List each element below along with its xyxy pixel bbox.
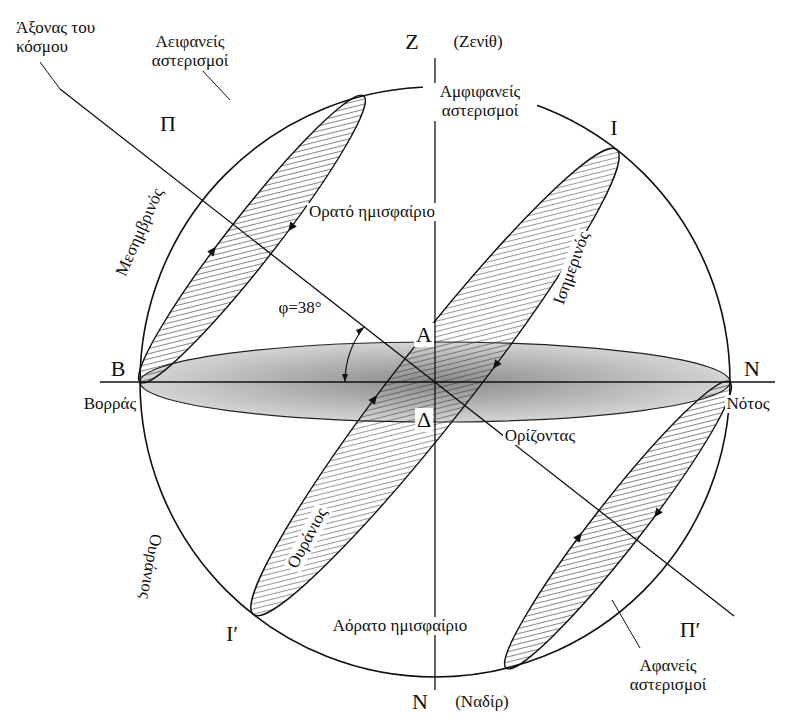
leader-line bbox=[40, 62, 60, 89]
label: Ορατό ημισφαίριο bbox=[307, 203, 437, 222]
leader-line bbox=[200, 68, 230, 100]
label: Ι′ bbox=[224, 622, 240, 646]
label: Β bbox=[109, 357, 128, 381]
label: Αόρατο ημισφαίριο bbox=[331, 617, 469, 636]
label: φ=38° bbox=[276, 299, 323, 318]
arrowhead bbox=[342, 374, 348, 382]
label: Αμφιφανείς αστερισμοί bbox=[423, 83, 537, 120]
horizon-line bbox=[100, 381, 775, 382]
world-axis bbox=[60, 89, 734, 616]
label: Αφανείς αστερισμοί bbox=[620, 657, 716, 694]
label: Ουράνιος bbox=[135, 530, 165, 602]
label: Άξονας του κόσμου bbox=[14, 19, 110, 56]
arrowhead bbox=[356, 327, 364, 335]
angle-arc bbox=[345, 327, 364, 382]
label: Ι bbox=[608, 116, 619, 140]
label: Z bbox=[403, 30, 420, 54]
label: (Ζενίθ) bbox=[451, 33, 504, 52]
label: (Ναδίρ) bbox=[453, 693, 511, 712]
label: Βορράς bbox=[82, 395, 138, 414]
arrowhead bbox=[573, 533, 582, 543]
label: Δ bbox=[415, 408, 433, 432]
label: Π bbox=[158, 112, 178, 136]
arrowhead bbox=[368, 395, 377, 405]
rotation-arrows bbox=[207, 222, 663, 543]
label: Νότος bbox=[725, 395, 772, 414]
label: Ν bbox=[410, 690, 430, 714]
label: Π′ bbox=[678, 618, 703, 642]
label: Ν bbox=[742, 357, 762, 381]
label: Ορίζοντας bbox=[503, 427, 577, 446]
arrowhead bbox=[493, 359, 502, 369]
arrowhead bbox=[654, 508, 663, 518]
label: Μεσημβρινός bbox=[112, 183, 169, 280]
label: Α bbox=[414, 323, 434, 347]
label: Αειφανείς αστερισμοί bbox=[133, 33, 247, 70]
vertical-line bbox=[434, 58, 435, 690]
arrowhead bbox=[288, 222, 297, 232]
leader-line bbox=[612, 600, 640, 648]
arrowhead bbox=[207, 247, 216, 257]
